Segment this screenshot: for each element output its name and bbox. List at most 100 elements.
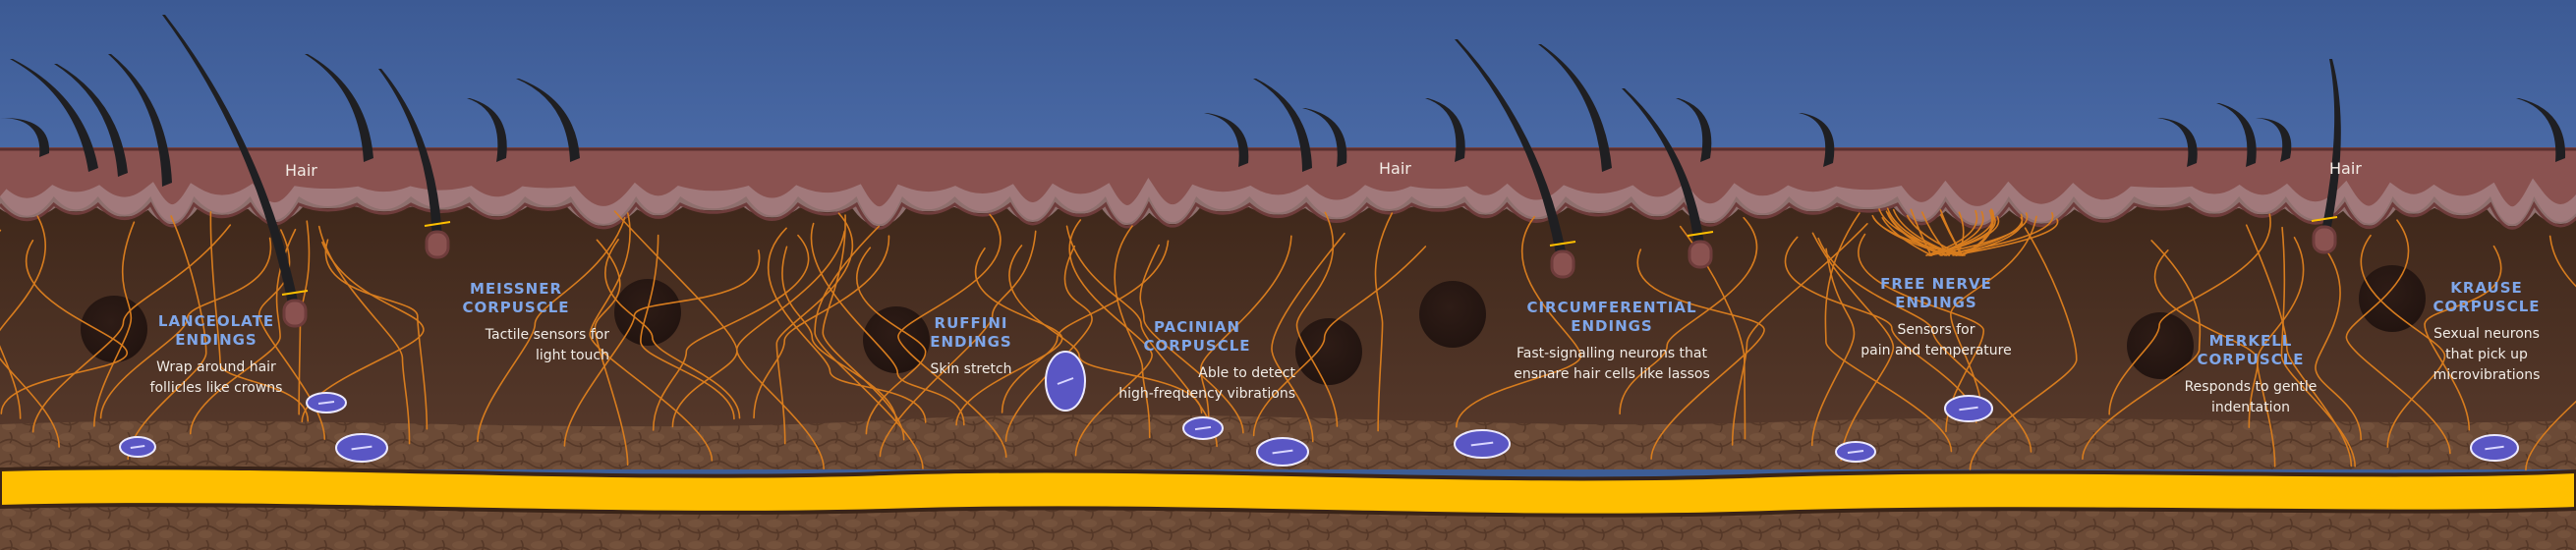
nerve-fiber	[1008, 245, 1203, 414]
nerve-fiber	[1785, 236, 1977, 423]
nerve-fiber	[1271, 232, 1345, 443]
nerve-fiber	[0, 215, 60, 448]
corpuscle-core	[1272, 449, 1293, 455]
free-nerve-ending	[1939, 212, 2054, 256]
nerve-fiber	[2315, 236, 2362, 441]
nerve-fiber	[1810, 248, 1856, 447]
nerve-fiber	[127, 215, 207, 461]
nerve-fiber	[1824, 212, 1953, 453]
nerve-fiber	[324, 239, 429, 430]
nerve-fiber	[768, 227, 927, 423]
corpuscle-core	[1847, 450, 1864, 454]
hair-strand	[1622, 88, 1705, 255]
nerve-fiber	[1817, 237, 2032, 453]
receptor-circumferential: CIRCUMFERENTIAL ENDINGS Fast-signalling …	[1494, 299, 1730, 385]
corpuscle-core	[1057, 377, 1074, 385]
subcutaneous-lower-band	[0, 506, 2576, 550]
hair-strand	[1253, 79, 1312, 172]
free-nerve-ending	[1906, 214, 1965, 256]
hair-label-right: Hair	[2329, 159, 2362, 178]
hair-follicle	[1688, 240, 1713, 269]
nerve-fiber	[814, 225, 924, 469]
nerve-fiber	[301, 241, 425, 423]
receptor-free-nerve: FREE NERVE ENDINGS Sensors for pain and …	[1838, 275, 2034, 361]
nerve-fiber	[2248, 237, 2305, 428]
nerve-fiber	[1456, 215, 1582, 428]
receptor-title: MERKELL CORPUSCLE	[2197, 332, 2305, 368]
nerve-fiber	[897, 213, 1007, 459]
corpuscle-core	[1959, 406, 1978, 412]
nerve-fiber	[603, 239, 741, 419]
free-nerve-ending	[1881, 217, 1933, 256]
nerve-fiber	[99, 237, 272, 419]
nerve-fiber	[2245, 224, 2353, 468]
receptor-ruffini: RUFFINI ENDINGS Skin stretch	[912, 314, 1030, 380]
corpuscle-core	[351, 445, 372, 451]
hair-follicle	[282, 299, 308, 328]
nerve-fiber	[822, 214, 905, 441]
receptor-title: MEISSNER CORPUSCLE	[462, 280, 570, 316]
nerve-fiber	[781, 246, 897, 424]
corpuscle-core	[1470, 441, 1494, 447]
nerve-fiber	[2345, 219, 2451, 455]
nerve-fiber	[1114, 225, 1151, 439]
nerve-fiber	[93, 221, 136, 427]
nerve-fiber	[2082, 240, 2202, 461]
receptor-merkell: MERKELL CORPUSCLE Responds to gentle ind…	[2172, 332, 2329, 418]
receptor-meissner: MEISSNER CORPUSCLE Tactile sensors for l…	[423, 280, 609, 366]
epidermis-edge	[0, 200, 2576, 230]
hair-strand	[305, 54, 373, 162]
nerve-fiber	[1636, 248, 1765, 460]
nerve-fiber	[189, 228, 297, 435]
nerve-fiber	[1068, 219, 1153, 457]
nerve-fiber	[317, 225, 411, 445]
hair-strand	[1425, 98, 1465, 162]
receptor-description: Skin stretch	[930, 361, 1012, 377]
nerve-fiber	[735, 230, 846, 470]
nerve-fiber	[0, 240, 129, 414]
receptor-description: Wrap around hair follicles like crowns	[149, 359, 283, 396]
free-nerve-ending	[1920, 211, 1950, 256]
hair-strand	[0, 118, 50, 157]
hair-strand	[1455, 39, 1568, 265]
nerve-fiber	[1619, 216, 1758, 415]
nerve-fiber	[1858, 233, 1985, 433]
nerve-fiber	[640, 234, 735, 420]
nerve-fiber	[2525, 235, 2576, 471]
hair-strand	[162, 15, 300, 314]
receptor-description: Able to detect high-frequency vibrations	[1118, 365, 1295, 402]
free-nerve-ending	[1910, 208, 1932, 256]
nerve-fiber	[1139, 244, 1244, 434]
nerve-fiber	[594, 239, 629, 467]
sky-background	[0, 0, 2576, 157]
hair-follicle	[2312, 225, 2337, 254]
nerve-fiber	[652, 234, 810, 431]
hair-follicle	[425, 230, 450, 259]
nerve-fiber	[1731, 222, 1868, 446]
corpuscle-core	[2485, 445, 2504, 451]
nerve-fiber	[1252, 246, 1427, 437]
receptor-krause: KRAUSE CORPUSCLE Sexual neurons that pic…	[2413, 279, 2560, 386]
hair-strand	[2157, 118, 2198, 167]
nerve-fiber	[2424, 245, 2502, 431]
hair-label-middle: Hair	[1379, 159, 1411, 178]
hair-strands	[0, 15, 2566, 328]
nerve-fiber	[563, 249, 761, 447]
nerve-fiber	[1295, 211, 1339, 427]
follicle-nerve-ring	[1687, 231, 1714, 237]
corpuscle-core	[130, 445, 145, 449]
nerve-fibers	[0, 207, 2576, 471]
nerve-fiber	[879, 230, 1037, 458]
follicle-nerve-ring	[424, 221, 451, 227]
hair-strand	[516, 79, 580, 162]
receptor-title: FREE NERVE ENDINGS	[1880, 275, 1992, 311]
hair-strand	[378, 69, 442, 246]
nerve-fiber	[1811, 232, 1895, 462]
hair-strand	[10, 59, 98, 172]
fat-layer	[0, 466, 2576, 518]
corpuscle-core	[1194, 425, 1212, 431]
nerve-fiber	[2153, 248, 2276, 468]
receptor-title: PACINIAN CORPUSCLE	[1143, 318, 1251, 355]
nerve-fiber	[2108, 213, 2271, 415]
